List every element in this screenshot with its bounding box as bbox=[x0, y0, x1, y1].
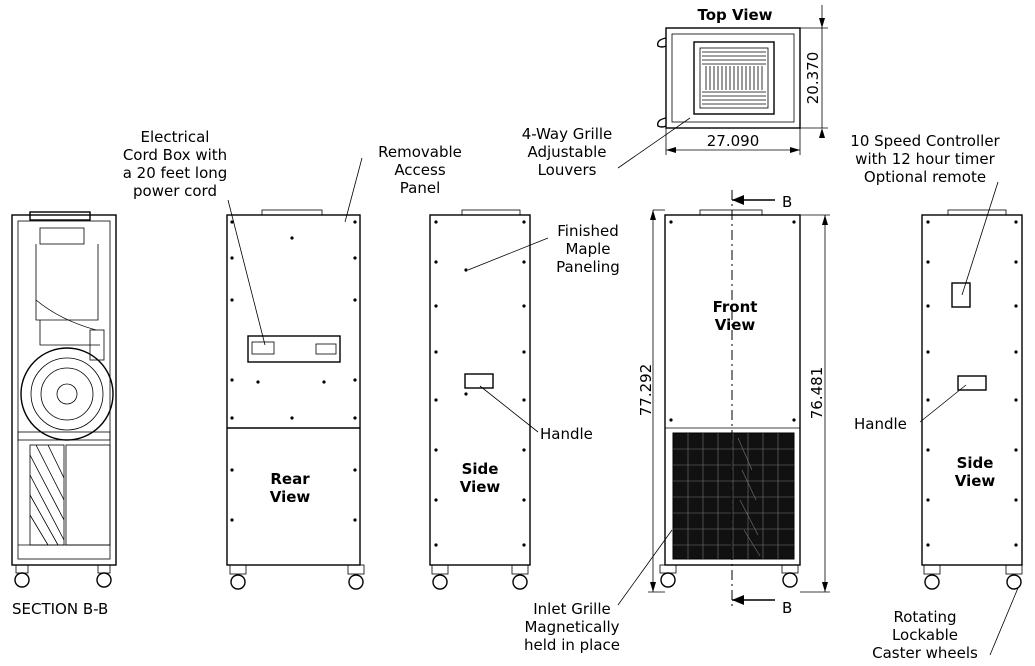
cabinet-height-dimension: 76.481 bbox=[808, 367, 826, 420]
cord-box-line-3: a 20 feet long bbox=[123, 164, 228, 182]
side-view-left-label-1: Side bbox=[462, 460, 499, 478]
side-view-right bbox=[921, 209, 1023, 590]
grille-line-2: Adjustable bbox=[528, 143, 607, 161]
inlet-line-1: Inlet Grille bbox=[533, 600, 611, 618]
grille-line-1: 4-Way Grille bbox=[522, 125, 613, 143]
maple-line-2: Maple bbox=[565, 240, 610, 258]
rear-view-label-2: View bbox=[270, 488, 311, 506]
inlet-line-3: held in place bbox=[524, 636, 620, 654]
section-label: SECTION B-B bbox=[12, 600, 108, 618]
rear-view-label-1: Rear bbox=[270, 470, 310, 488]
side-view-left-label-2: View bbox=[460, 478, 501, 496]
top-view-label: Top View bbox=[697, 6, 772, 24]
inlet-line-2: Magnetically bbox=[524, 618, 619, 636]
callout-controller: 10 Speed Controller with 12 hour timer O… bbox=[850, 132, 1000, 186]
cord-box-line-4: power cord bbox=[133, 182, 217, 200]
callout-grille-louvers: 4-Way Grille Adjustable Louvers bbox=[522, 125, 613, 179]
controller-line-3: Optional remote bbox=[864, 168, 986, 186]
top-width-dimension: 27.090 bbox=[707, 132, 760, 150]
cord-box-line-1: Electrical bbox=[141, 128, 210, 146]
cord-box-line-2: Cord Box with bbox=[123, 146, 227, 164]
access-panel-line-1: Removable bbox=[378, 143, 462, 161]
handle-left-label: Handle bbox=[540, 425, 593, 443]
side-view-right-label-1: Side bbox=[957, 454, 994, 472]
section-marker-bottom: B bbox=[782, 599, 792, 617]
maple-line-3: Paneling bbox=[556, 258, 620, 276]
overall-height-dimension: 77.292 bbox=[637, 364, 655, 417]
callout-access-panel: Removable Access Panel bbox=[378, 143, 462, 197]
caster-line-3: Caster wheels bbox=[872, 644, 978, 662]
handle-right-label: Handle bbox=[854, 415, 907, 433]
callout-inlet-grille: Inlet Grille Magnetically held in place bbox=[524, 600, 620, 654]
front-view-label-1: Front bbox=[713, 298, 758, 316]
maple-line-1: Finished bbox=[557, 222, 618, 240]
caster-line-2: Lockable bbox=[892, 626, 958, 644]
callout-maple-paneling: Finished Maple Paneling bbox=[556, 222, 620, 276]
section-marker-top: B bbox=[782, 193, 792, 211]
callout-leaders bbox=[227, 117, 1019, 656]
access-panel-line-2: Access bbox=[394, 161, 446, 179]
section-view bbox=[11, 211, 117, 588]
caster-line-1: Rotating bbox=[893, 608, 956, 626]
rear-view bbox=[226, 209, 365, 590]
controller-line-2: with 12 hour timer bbox=[855, 150, 995, 168]
callout-casters: Rotating Lockable Caster wheels bbox=[872, 608, 978, 662]
side-view-left bbox=[429, 209, 531, 590]
top-view bbox=[656, 5, 828, 155]
controller-line-1: 10 Speed Controller bbox=[850, 132, 1000, 150]
callout-cord-box: Electrical Cord Box with a 20 feet long … bbox=[123, 128, 228, 200]
top-depth-dimension: 20.370 bbox=[804, 52, 822, 105]
side-view-right-label-2: View bbox=[955, 472, 996, 490]
grille-line-3: Louvers bbox=[538, 161, 597, 179]
front-view-label-2: View bbox=[715, 316, 756, 334]
front-view bbox=[648, 190, 830, 610]
access-panel-line-3: Panel bbox=[400, 179, 440, 197]
